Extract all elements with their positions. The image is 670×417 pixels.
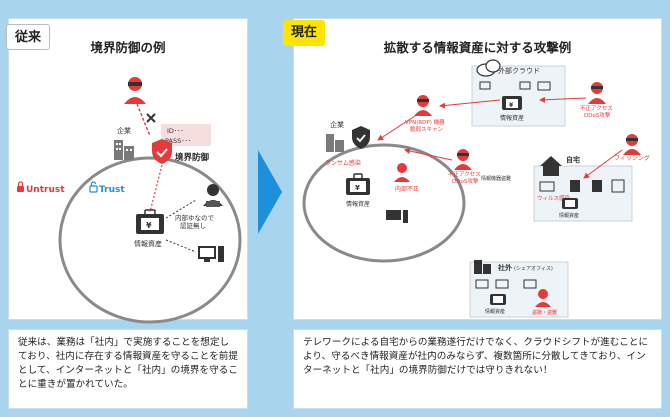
desktop-pc-icon-right [386, 210, 408, 223]
untrust-label: Untrust [26, 185, 65, 195]
vpn-scan-1: VPN(RDP) 機器 [405, 118, 445, 126]
yen-right: ¥ [355, 184, 360, 192]
title-right: 拡散する情報資産に対する攻撃例 [383, 40, 572, 55]
office-briefcase-icon [490, 294, 506, 305]
ransomware-label: ランサム感染 [325, 159, 361, 167]
hacker-icon [124, 77, 146, 104]
virus-label: ウィルス感染 [537, 194, 571, 202]
badge-before: 従来 [6, 24, 51, 50]
cloud-icon [476, 59, 501, 77]
briefcase-icon-right [346, 173, 370, 195]
info-assets-label: 情報資産 [134, 239, 162, 248]
untrust-lock-icon [17, 181, 24, 192]
office-building-icon [474, 260, 491, 274]
external-cloud-label: 外部クラウド [498, 66, 540, 75]
shared-office-sub: (シェアオフィス) [514, 266, 553, 272]
credential-id: ID･･･ [167, 127, 184, 135]
title-left: 境界防御の例 [90, 40, 166, 55]
peek-theft-label: 盗聴・盗難 [532, 309, 557, 316]
desktop-pc-icon [198, 246, 224, 262]
ddos-2: DDoS攻撃 [452, 177, 479, 185]
company-network-ellipse-right [302, 143, 466, 263]
internal-note-2: 認証無し [180, 221, 206, 230]
insider-icon [394, 163, 410, 182]
home-briefcase-icon [562, 198, 578, 209]
cloud-info-assets: 情報資産 [500, 114, 524, 122]
hacker-icon-ddos [454, 149, 472, 170]
trust-lock-icon [89, 181, 98, 193]
hacker-icon-phishing [623, 134, 641, 155]
description-left: 従来は、業務は「社内」で実施することを想定しており、社内に存在する情報資産を守る… [8, 329, 248, 409]
phishing-label: フィッシング [614, 154, 650, 162]
home-label: 自宅 [566, 155, 580, 164]
company-label: 企業 [117, 126, 131, 135]
shield-icon-right [352, 126, 370, 149]
badge-now: 現在 [283, 20, 326, 46]
user-icon [203, 184, 223, 207]
transition-arrow [258, 150, 282, 234]
office-info-assets: 情報資産 [485, 308, 505, 315]
left-diagram: Untrust Trust ID･･･ PASS･･･ 企業 [17, 77, 242, 324]
credential-pass: PASS･･･ [165, 137, 191, 145]
credential-box [161, 124, 211, 146]
company-network-ellipse [58, 156, 242, 324]
cloud-briefcase-icon [502, 96, 522, 110]
insider-label: 内部不正 [395, 185, 419, 193]
building-icon [114, 140, 134, 160]
unauthorized-access-1: 不正アクセス [580, 105, 613, 112]
boundary-defense-label: 境界防御 [175, 152, 210, 163]
hacker-icon-vpn [414, 95, 432, 116]
shared-office-label: 社外 [497, 263, 512, 272]
blocked-mark [146, 113, 156, 123]
right-diagram: 外部クラウド ¥ 情報資産 不正アクセス DDoS攻撃 VPN(RDP) 機器 … [302, 59, 650, 318]
house-icon [540, 156, 562, 176]
description-right: テレワークによる自宅からの業務遂行だけでなく、クラウドシフトが進むことにより、守… [293, 329, 662, 409]
building-icon-right [326, 134, 344, 152]
info-assets-right: 情報資産 [346, 200, 370, 208]
ddos-1: 不正アクセス [448, 171, 481, 178]
briefcase-icon [136, 209, 164, 234]
unauthorized-access-2: DDoS攻撃 [584, 111, 611, 119]
hacker-icon-office [535, 289, 551, 307]
cloud-yen: ¥ [509, 102, 514, 109]
home-info-assets: 情報資産 [559, 212, 579, 219]
shield-icon [152, 139, 172, 164]
internal-note-1: 内部ゆなので [175, 213, 215, 222]
trust-label: Trust [99, 185, 125, 195]
info-theft-label: 情報機器盗難 [481, 175, 511, 182]
vpn-scan-2: 脆弱スキャン [410, 125, 444, 133]
hacker-icon-unauthorized [588, 82, 606, 104]
company-label-right: 企業 [330, 120, 344, 129]
yen-symbol: ¥ [146, 221, 152, 230]
